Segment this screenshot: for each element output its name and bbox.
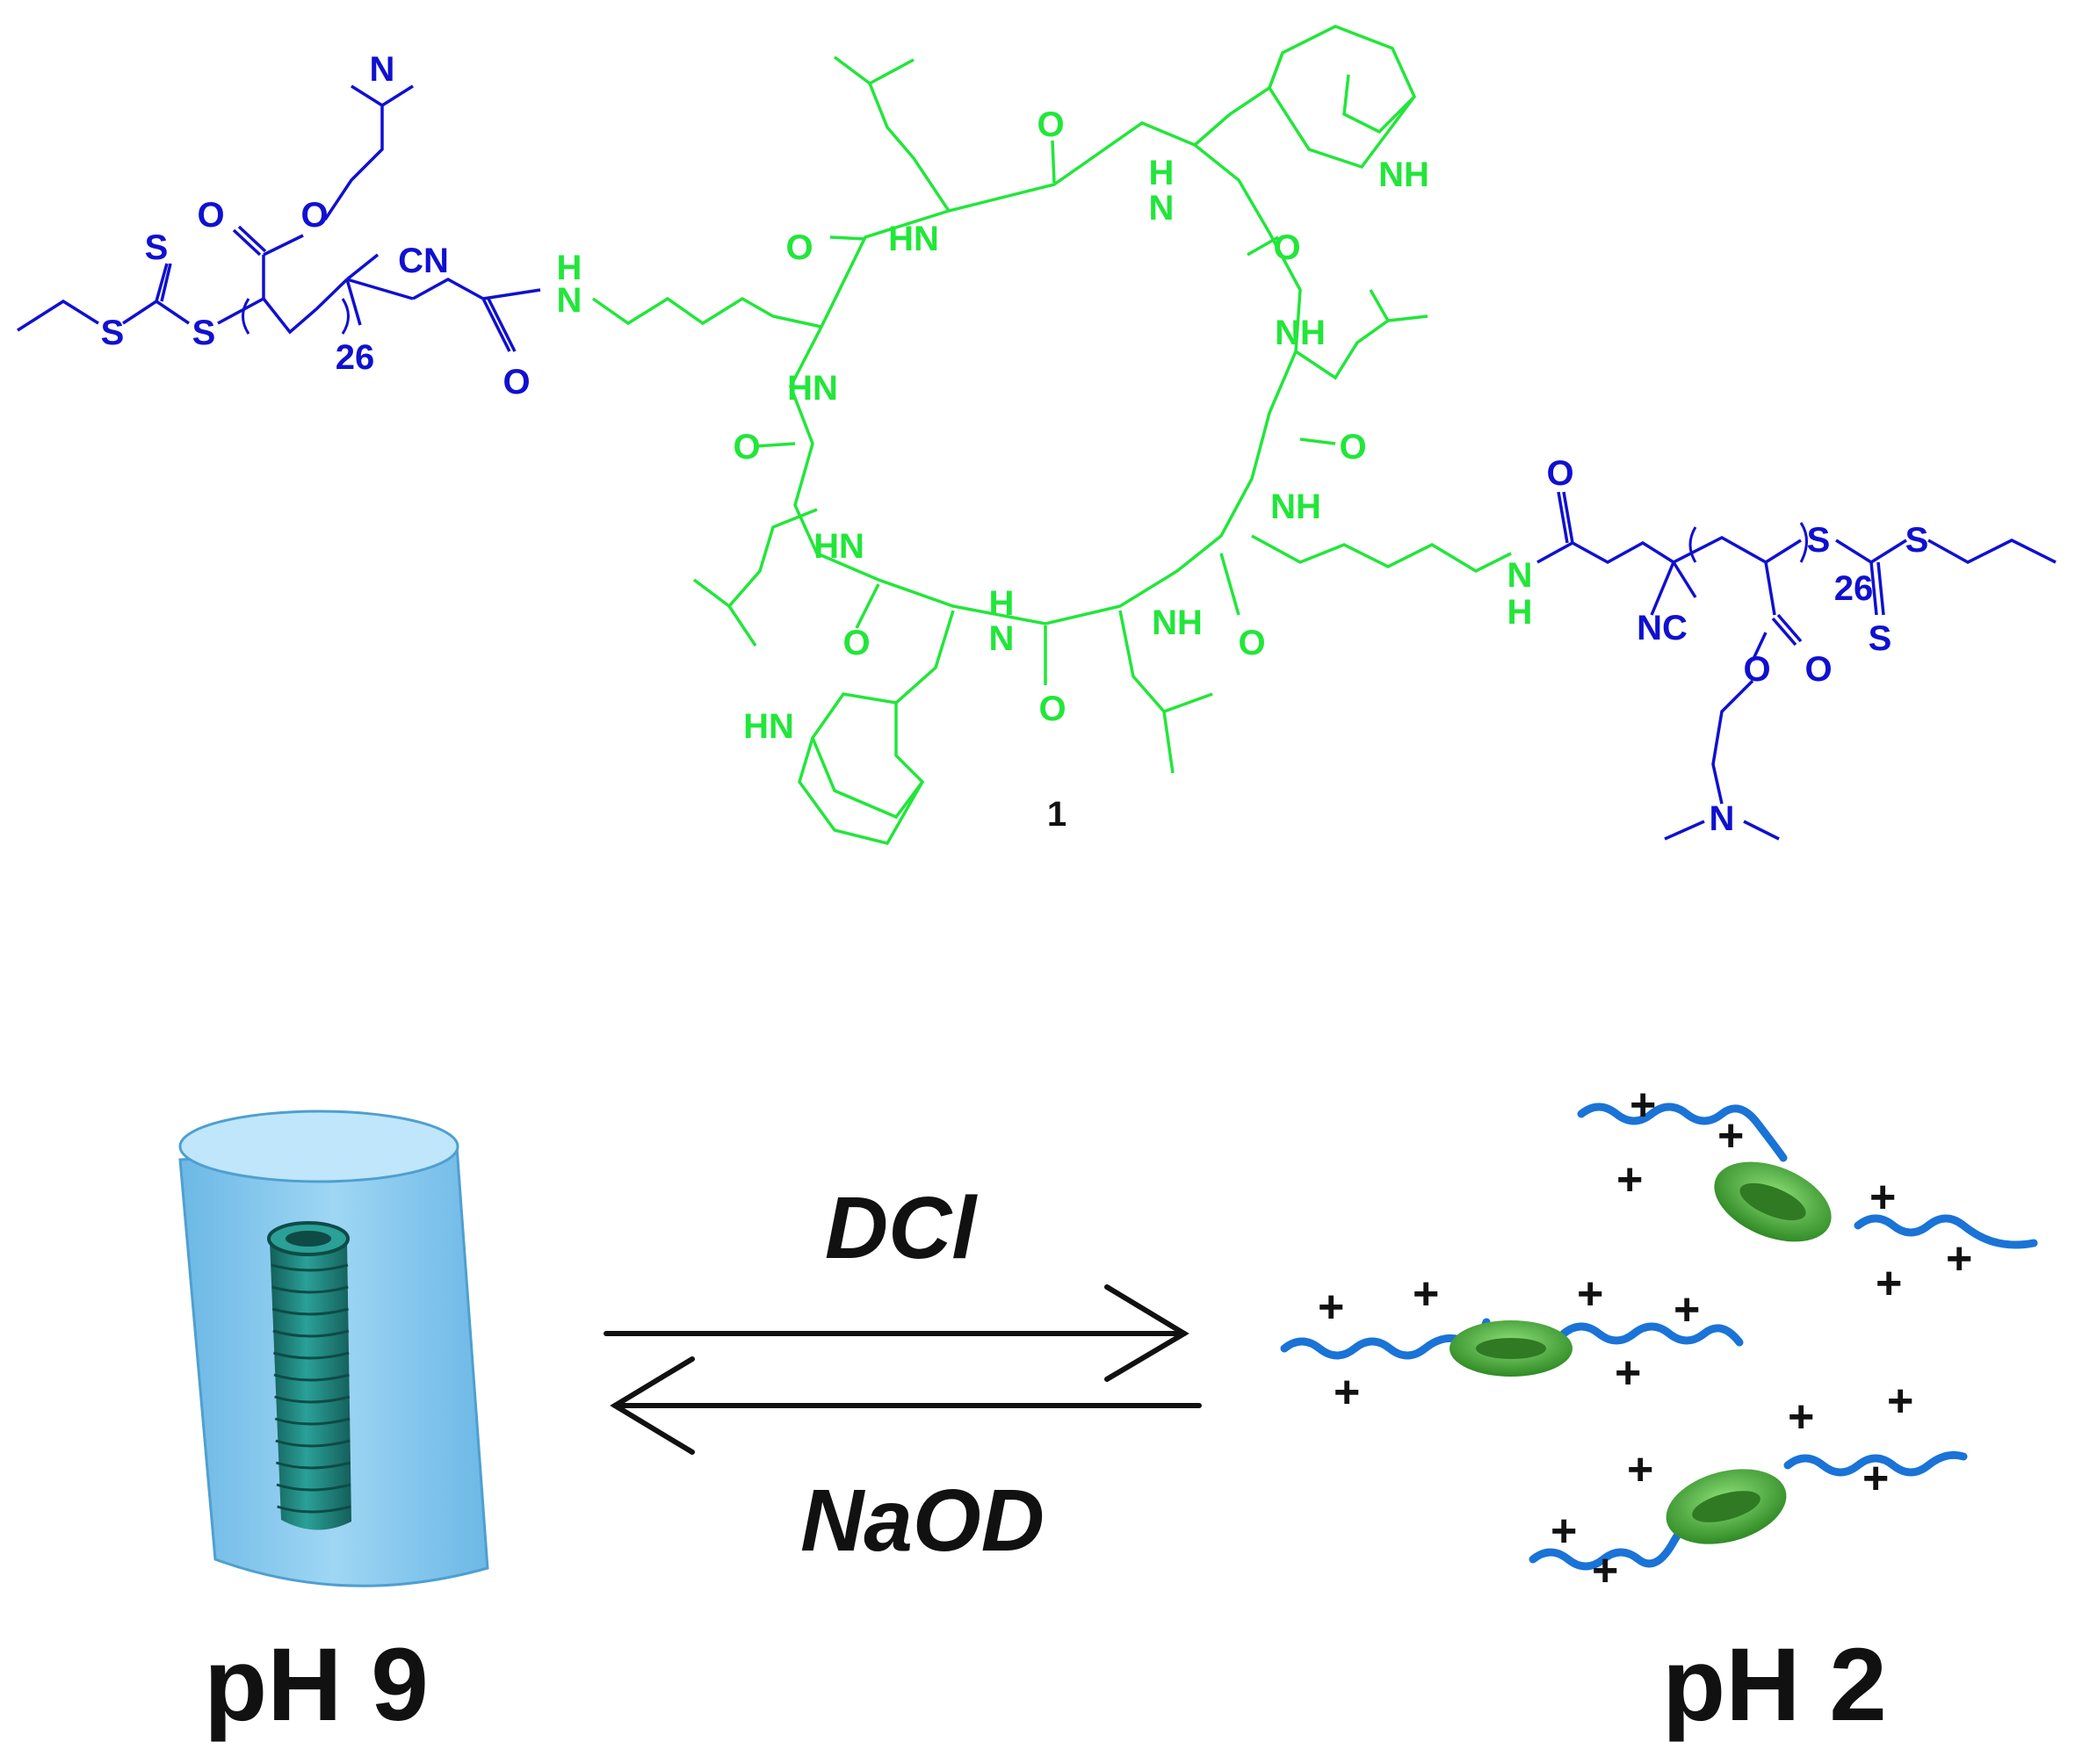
nanotube-ring <box>272 1351 350 1360</box>
atom-label: H <box>989 584 1015 623</box>
charge-plus: + <box>1334 1367 1360 1418</box>
charge-plus: + <box>1318 1282 1344 1333</box>
charge-plus: + <box>1862 1453 1889 1504</box>
atom-label: S <box>145 228 169 267</box>
nanotube-ring <box>277 1505 351 1514</box>
atom-label: O <box>1238 624 1265 662</box>
atom-label: H <box>557 249 582 287</box>
atom-label: H <box>1149 154 1175 192</box>
nanotube-ring <box>271 1307 349 1316</box>
atom-label: O <box>733 428 760 466</box>
atom-label: O <box>1546 454 1573 493</box>
atom-label: O <box>300 196 328 235</box>
atom-label: O <box>1038 690 1066 728</box>
atom-label: N <box>989 619 1015 658</box>
atom-label: NH <box>1275 314 1326 352</box>
nanotube-ring <box>276 1483 351 1492</box>
compound-number: 1 <box>1047 795 1066 834</box>
polymer-right-labels: O NC S 26 S S O O N <box>1546 454 1928 838</box>
cyclic-peptide <box>591 25 1512 846</box>
charge-plus: + <box>1717 1110 1744 1161</box>
nanotube-ring <box>271 1263 349 1272</box>
hydrogel-nanotube-illustration <box>178 1110 489 1587</box>
atom-label: S <box>192 314 216 352</box>
atom-label: S <box>1807 521 1831 560</box>
charge-plus: + <box>1887 1376 1913 1427</box>
nanotube-ring <box>275 1439 351 1448</box>
unimers-top: + + + + + + <box>1577 1080 2038 1309</box>
atom-label: N <box>1507 556 1533 595</box>
polymer-left-labels: S S S O O O CN N 26 <box>101 50 531 401</box>
polymer-arm-left <box>17 84 541 352</box>
atom-label: H <box>1507 593 1533 632</box>
reagent-reverse: NaOD <box>800 1471 1045 1570</box>
nanotube-ring <box>272 1329 350 1338</box>
unimers-middle: + + + + + + <box>1280 1269 1744 1418</box>
forward-arrowhead <box>1104 1284 1189 1382</box>
atom-label: O <box>1743 650 1770 689</box>
atom-label: N <box>370 50 395 89</box>
charge-plus: + <box>1869 1172 1896 1223</box>
equilibrium-arrows <box>604 1284 1202 1455</box>
atom-label: N <box>1710 799 1735 838</box>
polymer-arm-right <box>1536 491 2057 841</box>
nanotube-ring <box>274 1395 351 1404</box>
atom-label: S <box>1869 619 1892 658</box>
atom-label: NH <box>1152 604 1203 642</box>
atom-label: CN <box>398 242 449 280</box>
charge-plus: + <box>1627 1444 1653 1495</box>
repeat-count: 26 <box>1834 569 1874 608</box>
nanotube-ring <box>274 1417 351 1426</box>
atom-label: NC <box>1637 609 1688 647</box>
atom-label: O <box>1804 650 1832 689</box>
charge-plus: + <box>1876 1258 1902 1309</box>
reagent-forward: DCl <box>825 1179 978 1277</box>
charge-plus: + <box>1788 1392 1814 1442</box>
charge-plus: + <box>1630 1080 1656 1131</box>
charge-plus: + <box>1413 1269 1439 1319</box>
nanotube-ring <box>271 1285 349 1294</box>
atom-label: NH <box>1378 155 1429 194</box>
atom-label: N <box>557 281 582 320</box>
atom-label: HN <box>888 220 939 258</box>
atom-label: O <box>785 228 813 267</box>
state-label-left: pH 9 <box>204 1627 429 1743</box>
state-label-right: pH 2 <box>1662 1627 1887 1743</box>
charge-plus: + <box>1674 1284 1700 1335</box>
nanotube-ring <box>273 1373 350 1382</box>
linker-left-labels: H N <box>557 249 582 320</box>
nanotube-ring <box>275 1461 351 1470</box>
atom-label: O <box>197 196 224 235</box>
atom-label: O <box>842 624 870 662</box>
repeat-count: 26 <box>336 338 375 377</box>
charge-plus: + <box>1577 1269 1603 1319</box>
atom-label: N <box>1149 189 1175 228</box>
atom-label: S <box>1905 521 1929 560</box>
linker-right-labels: N H <box>1507 556 1533 632</box>
unimers-bottom: + + + + + + <box>1529 1376 1968 1596</box>
atom-label: HN <box>813 527 864 566</box>
peptide-labels: O H N NH HN O O NH O NH HN O HN O H N O … <box>733 105 1428 746</box>
atom-label: O <box>1339 428 1366 466</box>
charge-plus: + <box>1592 1545 1618 1596</box>
atom-label: O <box>1273 228 1300 267</box>
ph-switch-scheme: DCl NaOD + + + + + + + + + + + + <box>178 1080 2038 1743</box>
atom-label: HN <box>743 707 794 746</box>
charge-plus: + <box>1551 1506 1577 1557</box>
atom-label: HN <box>787 369 838 408</box>
atom-label: O <box>502 363 530 401</box>
charge-plus: + <box>1615 1348 1641 1399</box>
reverse-arrowhead <box>610 1356 695 1455</box>
atom-label: S <box>101 314 125 352</box>
charge-plus: + <box>1616 1154 1643 1205</box>
atom-label: O <box>1037 105 1064 144</box>
charge-plus: + <box>1946 1233 1972 1284</box>
chemical-structure: S S S O O O CN N 26 H N <box>17 25 2057 846</box>
atom-label: NH <box>1270 488 1321 526</box>
